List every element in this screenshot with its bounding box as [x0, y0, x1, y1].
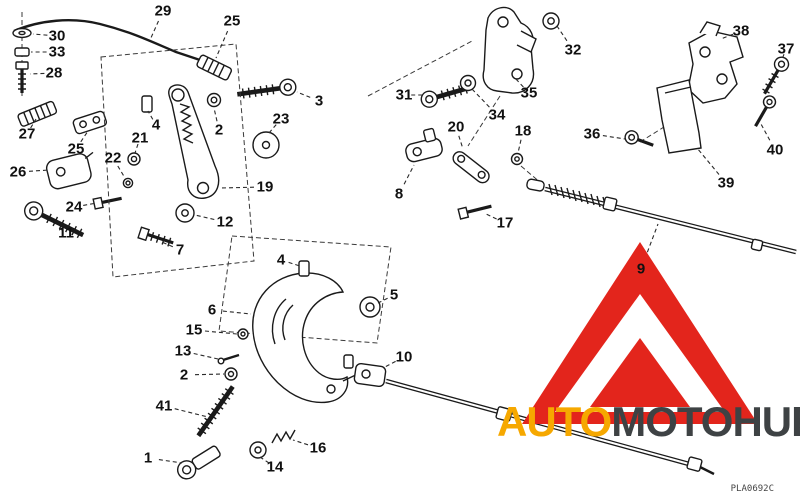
leader-line-23-15 [268, 124, 277, 134]
leader-line-6-34 [222, 310, 252, 315]
part-bolt-37 [762, 56, 790, 95]
part-bracket-35 [482, 6, 537, 94]
part-washer-5 [359, 296, 381, 318]
part-nut-2b [224, 367, 238, 381]
assembly-axis-lines [367, 39, 673, 185]
part-bracket-8 [405, 127, 443, 163]
part-clevis-10 [343, 354, 387, 388]
leader-line-41-40 [174, 408, 209, 418]
leader-line-40-30 [760, 123, 771, 141]
leader-line-3-14 [296, 91, 311, 98]
part-bolt-1 [176, 445, 221, 480]
leader-line-30-2 [32, 33, 48, 36]
leader-line-17-26 [483, 212, 497, 220]
leader-line-2-38 [194, 373, 225, 376]
leader-line-36-27 [602, 135, 626, 140]
leader-line-21-10 [134, 143, 139, 154]
leader-line-25-6 [80, 130, 89, 143]
leader-line-27-5 [30, 118, 37, 129]
leader-line-1-42 [158, 459, 183, 464]
part-bolt-40 [754, 95, 777, 127]
part-washer-15 [237, 328, 249, 340]
part-pin-4 [141, 95, 153, 113]
subassembly-box-lever [100, 43, 255, 278]
part-link-20 [452, 151, 490, 184]
part-cable-9 [526, 178, 797, 255]
part-nut-2 [206, 92, 222, 108]
leader-line-15-36 [204, 330, 238, 335]
leader-line-20-23 [458, 135, 464, 150]
part-spring-16 [271, 429, 296, 444]
leader-line-37-29 [780, 54, 785, 63]
leader-line-16-41 [292, 439, 309, 446]
part-washer-18 [510, 152, 524, 166]
leader-line-4-12 [147, 110, 154, 120]
part-clamp-27 [17, 100, 58, 127]
part-clamp-25 [196, 54, 233, 81]
leader-line-28-4 [29, 72, 45, 75]
part-bolt-3 [236, 78, 297, 99]
part-bolt-11 [24, 201, 85, 239]
part-plate-39 [656, 79, 702, 154]
leader-line-12-17 [194, 214, 215, 221]
part-bolt-36 [624, 130, 654, 147]
leader-line-5-35 [377, 297, 388, 304]
leader-line-35-21 [514, 77, 524, 88]
part-washer-14 [249, 441, 267, 459]
leader-line-29-0 [149, 20, 160, 41]
part-washer-22 [122, 177, 134, 189]
drawing-number: PLA0692C [730, 484, 774, 494]
leader-line-26-7 [28, 169, 50, 172]
leader-line-25-1 [215, 30, 229, 59]
leader-line-9-32 [644, 223, 659, 259]
part-rod-41 [196, 385, 235, 438]
leader-line-8-25 [403, 164, 415, 185]
part-screw-13 [217, 353, 240, 365]
part-block-25 [72, 110, 108, 135]
leader-line-7-18 [161, 241, 174, 248]
leader-line-4-33 [288, 261, 301, 267]
leader-line-11-9 [57, 226, 64, 232]
part-bracket-38 [687, 21, 744, 104]
leader-line-2-13 [213, 107, 218, 122]
leader-line-14-43 [259, 456, 270, 464]
part-disc-23 [252, 131, 280, 159]
part-washer-32 [542, 12, 560, 30]
part-bolt-31 [420, 83, 471, 108]
part-bracket-26 [45, 151, 94, 190]
subassembly-box-cam [218, 235, 392, 344]
leader-line-32-22 [556, 25, 568, 42]
brand-text-motohub: MOTOHUB [611, 398, 800, 445]
part-screw-24 [92, 196, 122, 210]
brand-wordmark: AUTOMOTOHUB [497, 401, 800, 443]
leader-line-19-16 [220, 186, 255, 189]
part-bolt-17 [457, 204, 492, 220]
leader-line-39-31 [696, 147, 720, 175]
part-washers-30-33-28 [12, 27, 32, 93]
part-washer-12 [175, 203, 195, 223]
leader-line-24-8 [83, 202, 98, 206]
part-washer-34 [459, 74, 477, 92]
leader-line-22-11 [117, 165, 126, 179]
leader-lines [28, 20, 785, 464]
leader-line-18-24 [517, 139, 522, 154]
part-bolt-7 [137, 226, 174, 247]
part-nut-21 [127, 152, 141, 166]
part-lever-19 [168, 84, 220, 199]
leader-line-38-28 [720, 33, 734, 40]
part-pin-4b [298, 260, 310, 277]
brand-text-auto: AUTO [497, 398, 612, 445]
leader-line-10-39 [382, 360, 396, 369]
